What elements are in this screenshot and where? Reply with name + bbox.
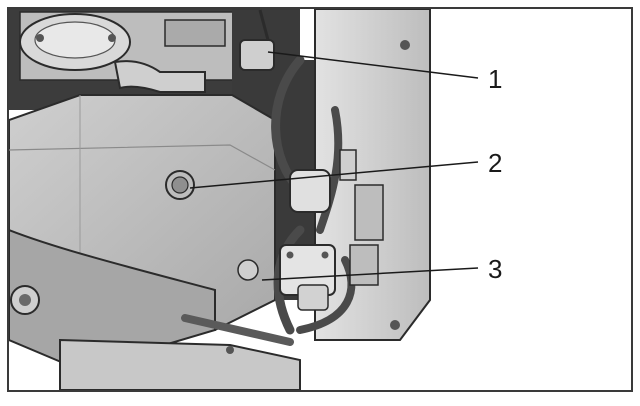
linkage-rod bbox=[181, 314, 294, 346]
drain-plug-center bbox=[171, 176, 189, 194]
pump-bowl bbox=[297, 284, 329, 311]
callout-label-1: 1 bbox=[488, 64, 502, 94]
lower-chassis bbox=[9, 228, 216, 372]
sensor-wire bbox=[258, 9, 270, 41]
callout-line-2 bbox=[189, 161, 479, 189]
hose-fitting bbox=[237, 259, 259, 281]
panel-bolt bbox=[400, 40, 410, 50]
fuel-hose bbox=[273, 225, 305, 335]
fuel-hose bbox=[296, 256, 356, 334]
fuel-filter bbox=[289, 169, 331, 213]
elbow-pipe bbox=[113, 60, 206, 93]
mount-bushing-center bbox=[19, 294, 31, 306]
callout-line-1 bbox=[267, 51, 479, 79]
connector bbox=[339, 149, 357, 181]
fuel-hose bbox=[316, 106, 343, 234]
top-bracket bbox=[164, 19, 226, 47]
chassis-bolt bbox=[226, 346, 234, 354]
pump-bolt bbox=[321, 251, 329, 259]
mounting-bracket bbox=[354, 184, 384, 241]
mounting-bracket bbox=[349, 244, 379, 286]
chassis-base bbox=[59, 338, 301, 390]
panel-bolt bbox=[390, 320, 400, 330]
callout-line-3 bbox=[261, 267, 479, 281]
pump-bolt bbox=[286, 251, 294, 259]
pump-cap-top bbox=[34, 21, 116, 59]
callout-label-3: 3 bbox=[488, 254, 502, 284]
tank-edge-line bbox=[9, 144, 276, 171]
cap-bolt bbox=[108, 34, 116, 42]
callout-label-2: 2 bbox=[488, 148, 502, 178]
sensor-housing bbox=[239, 39, 275, 71]
cap-bolt bbox=[36, 34, 44, 42]
